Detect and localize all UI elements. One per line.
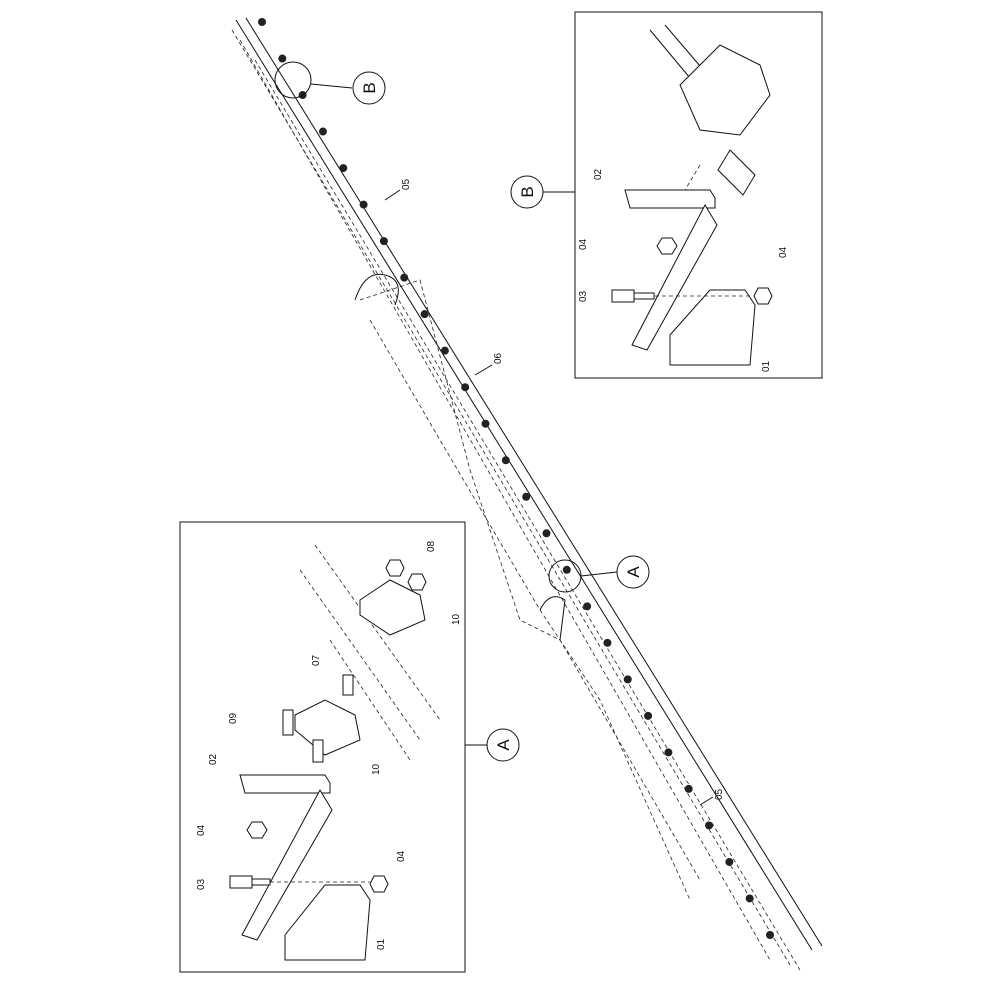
- callout-a: A: [616, 555, 650, 589]
- bolt-07: [342, 674, 354, 696]
- nozzle-icon: [684, 784, 693, 793]
- detail-a-label-08: 08: [426, 540, 437, 552]
- nozzle-icon: [461, 383, 470, 392]
- nozzle-icon: [623, 675, 632, 684]
- nozzle-icon: [644, 711, 653, 720]
- nozzle-icon: [400, 273, 409, 282]
- nozzle-icon: [664, 748, 673, 757]
- nozzle-icon: [603, 638, 612, 647]
- nozzle-icon: [522, 492, 531, 501]
- nut-04: [246, 821, 268, 839]
- nozzle-icon: [583, 602, 592, 611]
- detail-a-label-04-left: 04: [196, 824, 207, 836]
- detail-a-label-07: 07: [311, 654, 322, 666]
- detail-b-callout: B: [518, 186, 537, 197]
- nozzle-icon: [258, 18, 266, 26]
- nozzle-icon: [481, 419, 490, 428]
- nozzle-icon: [745, 894, 754, 903]
- nozzles: [258, 18, 774, 939]
- label-mid-boom: 06: [493, 352, 504, 364]
- detail-a-label-03: 03: [196, 878, 207, 890]
- nozzle-icon: [440, 346, 449, 355]
- bolt-03: [229, 875, 271, 889]
- clamp-01: [284, 884, 371, 961]
- callout-b-letter: B: [360, 82, 379, 93]
- detail-a-callout: A: [494, 739, 513, 751]
- nozzle-icon: [318, 127, 327, 136]
- callout-b: B: [352, 71, 386, 105]
- bracket-02: [239, 774, 331, 794]
- bracket-02: [624, 189, 716, 209]
- nozzle-icon: [542, 529, 551, 538]
- nozzle-icon: [420, 310, 429, 319]
- nozzle-valve: [679, 44, 771, 136]
- bolt-09: [282, 709, 324, 763]
- nozzle-icon: [501, 456, 510, 465]
- nozzle-icon: [705, 821, 714, 830]
- nozzle-icon: [562, 565, 571, 574]
- detail-a-label-01: 01: [376, 938, 387, 950]
- bolt-03: [611, 289, 655, 303]
- detail-a-label-10-lower: 10: [371, 763, 382, 775]
- detail-b-label-03: 03: [578, 290, 589, 302]
- boom-assembly: [231, 17, 823, 971]
- nozzle-icon: [339, 164, 348, 173]
- detail-a-label-10-upper: 10: [451, 613, 462, 625]
- detail-a-panel: A 08 10 07 09 10 02 04 03 04 01: [179, 521, 520, 973]
- nut-04: [656, 237, 678, 255]
- clamp-01: [669, 289, 756, 366]
- detail-b-panel: B 02 04 03 04 01: [510, 11, 823, 379]
- detail-b-label-04-right: 04: [778, 246, 789, 258]
- detail-a-marker: [548, 559, 582, 593]
- nozzle-icon: [725, 857, 734, 866]
- detail-b-label-01: 01: [761, 360, 772, 372]
- plate-10-upper: [359, 579, 426, 636]
- detail-a-label-09: 09: [228, 712, 239, 724]
- nut-08: [385, 559, 405, 577]
- nozzle-icon: [766, 931, 774, 939]
- detail-a-label-04-right: 04: [396, 850, 407, 862]
- plate-10-lower: [294, 699, 361, 756]
- label-lower-boom: 05: [714, 788, 725, 800]
- detail-b-label-04-left: 04: [578, 238, 589, 250]
- label-upper-boom: 05: [401, 178, 412, 190]
- nozzle-icon: [359, 200, 368, 209]
- detail-b-label-02: 02: [593, 168, 604, 180]
- callout-a-letter: A: [624, 566, 643, 578]
- detail-b-marker: [274, 61, 312, 99]
- nozzle-icon: [278, 54, 287, 63]
- detail-a-label-02: 02: [208, 753, 219, 765]
- nozzle-icon: [379, 237, 388, 246]
